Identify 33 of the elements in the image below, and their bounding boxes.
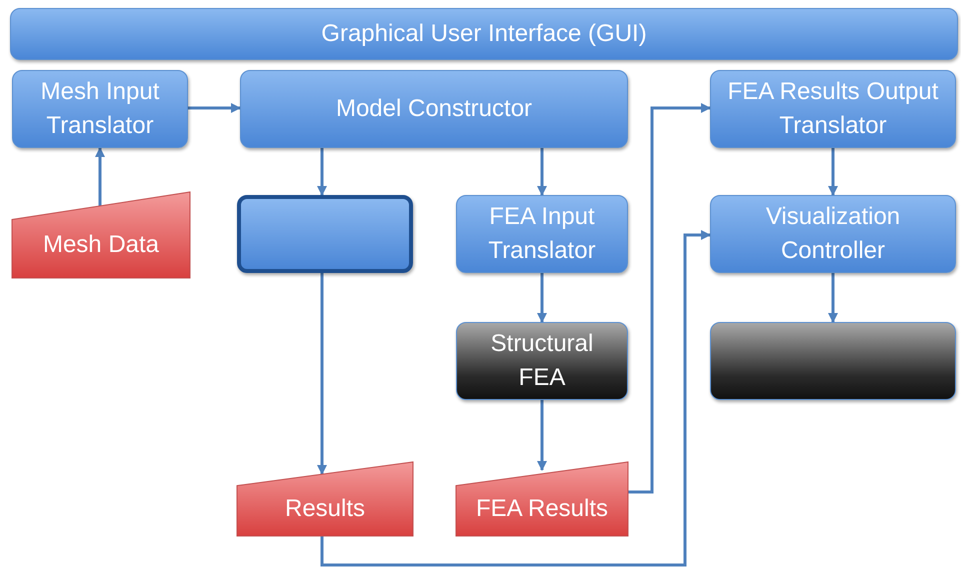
node-label: FEA Results Output Translator bbox=[726, 77, 940, 141]
process-box bbox=[237, 195, 413, 273]
data-block bbox=[237, 462, 413, 536]
arrow bbox=[828, 273, 838, 323]
data-block bbox=[12, 192, 190, 278]
process-box bbox=[710, 322, 956, 400]
arrow bbox=[537, 400, 547, 471]
arrow bbox=[317, 148, 327, 196]
arrow bbox=[628, 103, 711, 494]
node-label: Mesh Input Translator bbox=[40, 77, 160, 141]
arrow bbox=[537, 273, 547, 323]
process-box bbox=[710, 195, 956, 273]
process-box bbox=[12, 70, 188, 148]
node-label: Visualization Controller bbox=[764, 202, 902, 266]
arrow bbox=[317, 273, 327, 475]
process-box bbox=[240, 70, 628, 148]
arrow bbox=[537, 148, 547, 196]
node-label: FEA Input Translator bbox=[487, 202, 597, 266]
process-box bbox=[456, 195, 628, 273]
data-block bbox=[456, 462, 628, 536]
process-box bbox=[456, 322, 628, 400]
process-box bbox=[710, 70, 956, 148]
node-label: Model Constructor bbox=[336, 94, 532, 124]
node-label: FEA Results bbox=[476, 494, 608, 524]
node-label: Structural FEA bbox=[490, 329, 594, 393]
node-label: Graphical User Interface (GUI) bbox=[321, 19, 647, 50]
node-label: Results bbox=[284, 494, 366, 524]
interface-bar bbox=[10, 8, 958, 60]
arrow bbox=[188, 103, 241, 113]
arrow bbox=[828, 148, 838, 196]
arrow bbox=[95, 147, 105, 206]
arrow bbox=[320, 230, 711, 566]
node-label: Mesh Data bbox=[42, 230, 160, 260]
